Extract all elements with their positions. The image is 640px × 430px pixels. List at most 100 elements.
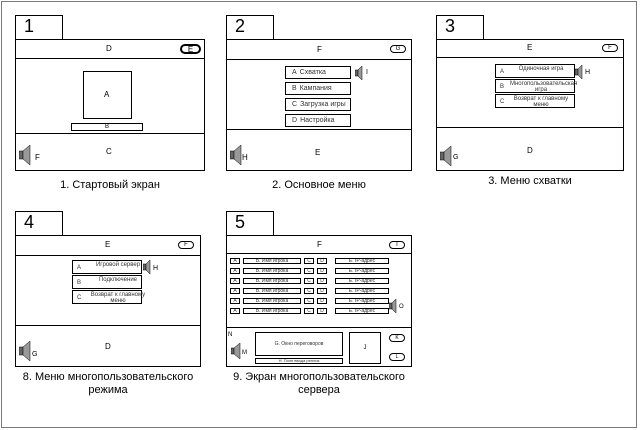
panel-5-top-pill[interactable]: I [389, 241, 405, 249]
panel-5-top-label: F [317, 240, 322, 249]
p4-menu-button[interactable]: C Возврат к главному меню [72, 290, 145, 304]
player-row-cell-d[interactable]: D [317, 308, 327, 314]
panel-3-top-pill[interactable]: F [602, 44, 618, 52]
player-row-cell-c[interactable]: C [304, 288, 314, 294]
panel-3-top-label: E [527, 43, 533, 52]
panel-4-bottom-label: D [105, 342, 111, 351]
panel-2-button-speaker-label: I [366, 69, 368, 76]
menu-button-key: A [292, 69, 297, 76]
panel-5-rows-speaker-label: O [399, 304, 404, 310]
panel-3-tab: 3 [436, 15, 484, 40]
player-row-cell-d[interactable]: D [317, 268, 327, 274]
panel-5-pill-k[interactable]: K [389, 334, 405, 342]
panel-5-chat-window: G. Окно переговоров [255, 332, 343, 356]
panel-4-button-speaker-label: H [153, 265, 159, 272]
panel-4-speaker-label: G [32, 351, 38, 358]
player-row-cell-c[interactable]: C [304, 308, 314, 314]
menu-button-label: Возврат к главному меню [513, 96, 569, 108]
menu-button-key: C [77, 295, 82, 301]
panel-2-tab: 2 [226, 15, 274, 40]
panel-2-top-pill[interactable]: G [390, 45, 406, 53]
player-row-cell-c[interactable]: C [304, 298, 314, 304]
player-row-cell-d[interactable]: D [317, 278, 327, 284]
panel-4-top-pill[interactable]: F [178, 241, 194, 249]
panel-3-bottom-label: D [527, 146, 533, 155]
panel-4-tab: 4 [15, 211, 63, 236]
panel-4-top-label: E [105, 240, 111, 249]
panel-5-pill-l[interactable]: L [389, 353, 405, 361]
panel-4-caption: 8. Меню многопользовательского режима [22, 371, 194, 396]
panel-1-top-pill[interactable]: E [180, 44, 201, 54]
panel-5-speaker-icon [231, 342, 241, 360]
panel-5-corner-label: N [228, 332, 233, 338]
player-row-cell-b: B. Имя игрока [243, 288, 301, 294]
panel-1-speaker-label: F [35, 153, 40, 162]
panel-3-button-speaker-icon [575, 65, 583, 79]
panel-2-top-label: F [317, 45, 322, 54]
panel-3-button-speaker-label: H [585, 69, 591, 76]
panel-5-chat-input[interactable]: H. Поле ввода реплик [255, 358, 343, 364]
panel-1-top-label: D [106, 44, 112, 53]
menu-button-label: Настройка [300, 117, 335, 124]
player-row-cell-c[interactable]: C [304, 268, 314, 274]
panel-1-tab: 1 [15, 15, 63, 40]
player-row-cell-a[interactable]: A [230, 258, 240, 264]
player-row-cell-a[interactable]: A [230, 278, 240, 284]
menu-button-key: A [77, 265, 82, 271]
panel-1-box-label: A [104, 90, 110, 99]
player-row-cell-d[interactable]: D [317, 288, 327, 294]
panel-2-speaker-label: H [242, 153, 248, 162]
player-row-cell-a[interactable]: A [230, 308, 240, 314]
panel-2-speaker-icon [230, 144, 242, 166]
panel-3-speaker-icon [440, 145, 452, 167]
panel-1-bar-b: B [71, 123, 143, 131]
panel-2-button-speaker-icon [355, 66, 363, 80]
player-row-cell-d[interactable]: D [317, 298, 327, 304]
player-row-cell-e: E. IP-адрес [335, 308, 389, 314]
player-row-cell-e: E. IP-адрес [335, 288, 389, 294]
panel-5-rows-speaker-icon [389, 299, 397, 313]
player-row-cell-a[interactable]: A [230, 268, 240, 274]
panel-1-box-a: A [83, 71, 132, 119]
player-row-cell-e: E. IP-адрес [335, 268, 389, 274]
menu-button-label: Загрузка игры [300, 101, 346, 108]
menu-button-label: Схватка [299, 69, 326, 76]
player-row-cell-d[interactable]: D [317, 258, 327, 264]
player-row-cell-a[interactable]: A [230, 298, 240, 304]
player-row-cell-b: B. Имя игрока [243, 268, 301, 274]
panel-5-side-box: J [349, 332, 381, 364]
player-row-cell-c[interactable]: C [304, 258, 314, 264]
menu-button-key: B [292, 85, 297, 92]
player-row-cell-e: E. IP-адрес [335, 278, 389, 284]
player-row-cell-c[interactable]: C [304, 278, 314, 284]
p3-menu-button[interactable]: C Возврат к главному меню [495, 94, 575, 108]
menu-button-key: C [500, 99, 505, 105]
menu-button-label: Возврат к главному меню [90, 292, 146, 304]
panel-4-button-speaker-icon [143, 260, 151, 274]
menu-button-label: Кампания [299, 85, 332, 92]
panel-2-bottom-label: E [315, 148, 321, 157]
panel-2-caption: 2. Основное меню [272, 179, 366, 191]
p4-menu-button[interactable]: A Игровой сервер [72, 260, 142, 274]
panel-1-speaker-icon [19, 144, 31, 166]
menu-button-label: Игровой сервер [95, 262, 141, 268]
player-row-cell-a[interactable]: A [230, 288, 240, 294]
menu-button-key: D [292, 117, 298, 124]
panel-1-caption: 1. Стартовый экран [60, 179, 160, 191]
panel-1-bottom-label: C [106, 147, 112, 156]
player-row-cell-b: B. Имя игрока [243, 278, 301, 284]
panel-5-caption: 9. Экран многопользовательского сервера [233, 371, 405, 396]
menu-button-label: Одиночная игра [518, 66, 564, 72]
